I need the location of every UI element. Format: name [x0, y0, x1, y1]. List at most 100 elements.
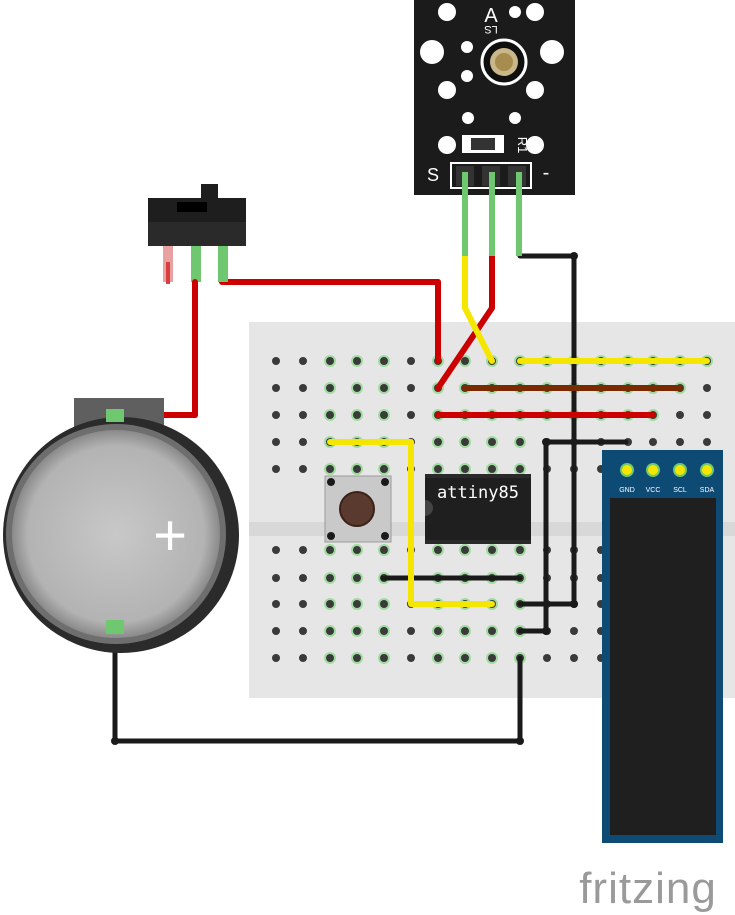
breadboard-hole	[272, 438, 280, 446]
wire-black-ground-loop	[112, 625, 523, 744]
breadboard-hole	[299, 546, 307, 554]
breadboard-hole	[676, 438, 684, 446]
sensor-label-a: A	[484, 5, 498, 27]
chip-label: attiny85	[437, 483, 519, 503]
sensor-pin-s: S	[427, 165, 439, 185]
breadboard-hole	[299, 627, 307, 635]
wire-red-sensor-plus	[435, 253, 495, 391]
display-pin-gnd: GND	[619, 487, 635, 494]
breadboard-hole	[434, 438, 442, 446]
breadboard-hole	[703, 411, 711, 419]
breadboard-hole	[407, 411, 415, 419]
oled-display: GND VCC SCL SDA	[602, 450, 723, 843]
breadboard-hole	[326, 411, 334, 419]
breadboard-hole	[272, 357, 280, 365]
breadboard-hole	[461, 627, 469, 635]
breadboard-hole	[461, 465, 469, 473]
breadboard-hole	[353, 600, 361, 608]
breadboard-hole	[299, 600, 307, 608]
breadboard-hole	[434, 654, 442, 662]
breadboard-hole	[461, 654, 469, 662]
breadboard-hole	[326, 384, 334, 392]
breadboard-hole	[461, 546, 469, 554]
breadboard-hole	[272, 411, 280, 419]
breadboard-hole	[703, 438, 711, 446]
sensor-pin-minus: -	[543, 162, 550, 184]
breadboard-hole	[299, 654, 307, 662]
breadboard-hole	[407, 357, 415, 365]
breadboard-hole	[353, 384, 361, 392]
wire-black-display-gnd	[517, 439, 629, 634]
breadboard-hole	[434, 465, 442, 473]
breadboard-hole	[353, 357, 361, 365]
breadboard-hole	[380, 600, 388, 608]
breadboard-hole	[326, 357, 334, 365]
breadboard-hole	[299, 465, 307, 473]
breadboard-hole	[516, 465, 524, 473]
breadboard-hole	[434, 546, 442, 554]
breadboard-hole	[380, 465, 388, 473]
breadboard-hole	[272, 546, 280, 554]
breadboard-hole	[380, 546, 388, 554]
breadboard-hole	[461, 438, 469, 446]
breadboard-hole	[543, 654, 551, 662]
sensor-label-r1: R1	[515, 137, 530, 154]
breadboard-hole	[488, 627, 496, 635]
display-pin-scl: SCL	[673, 487, 687, 494]
sensor-label-ls: LS	[484, 23, 497, 35]
breadboard-hole	[299, 574, 307, 582]
breadboard-hole	[272, 627, 280, 635]
display-pin-vcc: VCC	[646, 487, 661, 494]
breadboard-hole	[649, 438, 657, 446]
wire-yellow-sensor-signal	[462, 253, 495, 364]
battery-plus-symbol: +	[153, 503, 187, 568]
breadboard-hole	[353, 574, 361, 582]
breadboard-hole	[353, 411, 361, 419]
breadboard-hole	[676, 411, 684, 419]
breadboard-hole	[326, 465, 334, 473]
breadboard-hole	[407, 627, 415, 635]
button-cap[interactable]	[339, 491, 375, 527]
sound-sensor-module: A LS R1 S -	[414, 0, 575, 256]
breadboard-hole	[516, 438, 524, 446]
breadboard-hole	[380, 654, 388, 662]
coin-cell-battery: +	[3, 398, 239, 653]
breadboard-hole	[299, 438, 307, 446]
breadboard-hole	[461, 357, 469, 365]
breadboard-hole	[703, 384, 711, 392]
breadboard-hole	[488, 465, 496, 473]
breadboard-hole	[380, 357, 388, 365]
slide-switch	[148, 184, 246, 284]
breadboard-hole	[434, 627, 442, 635]
breadboard-hole	[326, 600, 334, 608]
breadboard-hole	[326, 546, 334, 554]
breadboard-hole	[488, 654, 496, 662]
breadboard-hole	[570, 627, 578, 635]
breadboard-hole	[353, 546, 361, 554]
breadboard-hole	[326, 574, 334, 582]
breadboard-hole	[299, 411, 307, 419]
breadboard-hole	[570, 654, 578, 662]
display-pin-sda: SDA	[700, 487, 715, 494]
wire-red-battery-switch	[112, 279, 198, 418]
breadboard-hole	[353, 465, 361, 473]
breadboard-hole	[380, 627, 388, 635]
breadboard-hole	[272, 465, 280, 473]
breadboard-hole	[299, 384, 307, 392]
wire-endpoints	[111, 252, 578, 745]
breadboard-hole	[272, 574, 280, 582]
breadboard-hole	[380, 411, 388, 419]
breadboard-hole	[488, 438, 496, 446]
fritzing-watermark: fritzing	[579, 864, 717, 913]
wire-yellow-button	[327, 439, 495, 607]
breadboard-hole	[380, 384, 388, 392]
push-button[interactable]	[324, 475, 392, 543]
breadboard-hole	[326, 654, 334, 662]
breadboard-hole	[488, 546, 496, 554]
breadboard-hole	[272, 600, 280, 608]
breadboard-hole	[299, 357, 307, 365]
breadboard-hole	[353, 627, 361, 635]
breadboard-hole	[407, 384, 415, 392]
breadboard-hole	[516, 546, 524, 554]
